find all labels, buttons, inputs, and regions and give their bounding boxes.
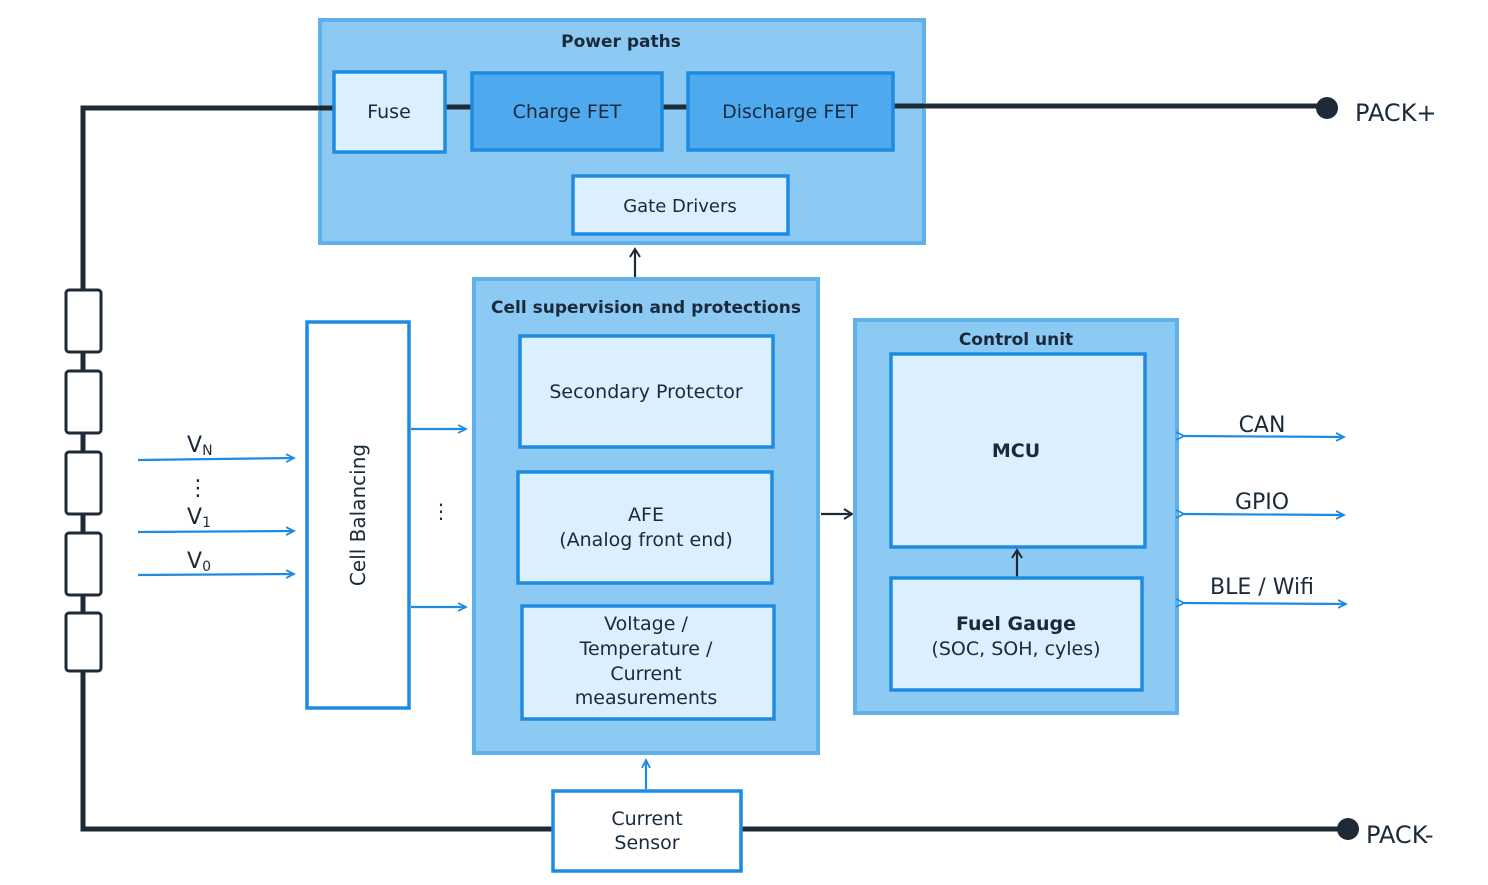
gpio-arrow [1184,514,1344,515]
cell-supervision-title: Cell supervision and protections [491,298,801,318]
charge-fet-label: Charge FET [513,101,622,123]
vn-arrow [137,458,294,460]
input-v1-label: V1 [187,505,211,531]
balancing-ellipsis: ⋮ [431,499,451,523]
input-v0-label: V0 [187,549,211,575]
secondary-protector-box [518,334,775,449]
pack-plus-label: PACK+ [1355,99,1437,127]
measurements-box [520,604,776,721]
mcu-label: MCU [992,440,1040,462]
cell-balancing-label: Cell Balancing [346,444,370,586]
battery-cell [64,288,103,354]
fuel-gauge-sublabel: (SOC, SOH, cyles) [931,638,1100,660]
fuel-gauge-box [889,576,1144,692]
mcu-box [889,352,1147,549]
battery-cell [64,369,103,435]
cell-balancing-box [305,320,411,710]
ble-wifi-label: BLE / Wifi [1210,575,1314,600]
v1-arrow [137,531,294,532]
measurements-line-3: Current [610,663,681,685]
pack-plus-terminal-dot [1316,97,1338,119]
ble-wifi-arrow [1184,603,1346,604]
battery-cell [64,531,103,597]
gate-drivers-box [571,174,790,236]
power-paths-title: Power paths [561,32,681,52]
secondary-protector-label: Secondary Protector [549,381,742,403]
battery-cell-stack [64,287,103,675]
discharge-fet-label: Discharge FET [722,101,858,123]
battery-cell [64,611,103,673]
v0-arrow [137,574,294,575]
control-unit-title: Control unit [959,330,1073,350]
input-ellipsis: ⋮ [187,476,209,501]
fuse-label: Fuse [367,101,411,123]
battery-cell [64,450,103,516]
current-sensor-label: Current [611,808,682,830]
gpio-label: GPIO [1235,490,1289,515]
fuel-gauge-label: Fuel Gauge [956,613,1076,635]
afe-box [516,470,774,585]
can-arrow [1184,436,1344,437]
discharge-fet-box [686,71,895,152]
can-label: CAN [1239,413,1286,438]
current-sensor-box [551,789,743,873]
charge-fet-box [470,71,664,152]
afe-sublabel: (Analog front end) [559,529,733,551]
measurements-line-1: Voltage / [604,613,688,635]
pack-minus-wire [80,669,556,832]
gate-drivers-label: Gate Drivers [623,196,737,217]
input-vn-label: VN [187,433,213,459]
pack-minus-terminal-dot [1337,818,1359,840]
pack-plus-wire [80,105,323,293]
fuse-box [332,70,447,154]
measurements-line-2: Temperature / [579,638,713,660]
pack-minus-label: PACK- [1366,821,1434,849]
current-sensor-sublabel: Sensor [614,832,679,854]
afe-label: AFE [628,504,664,526]
measurements-line-4: measurements [575,687,717,709]
